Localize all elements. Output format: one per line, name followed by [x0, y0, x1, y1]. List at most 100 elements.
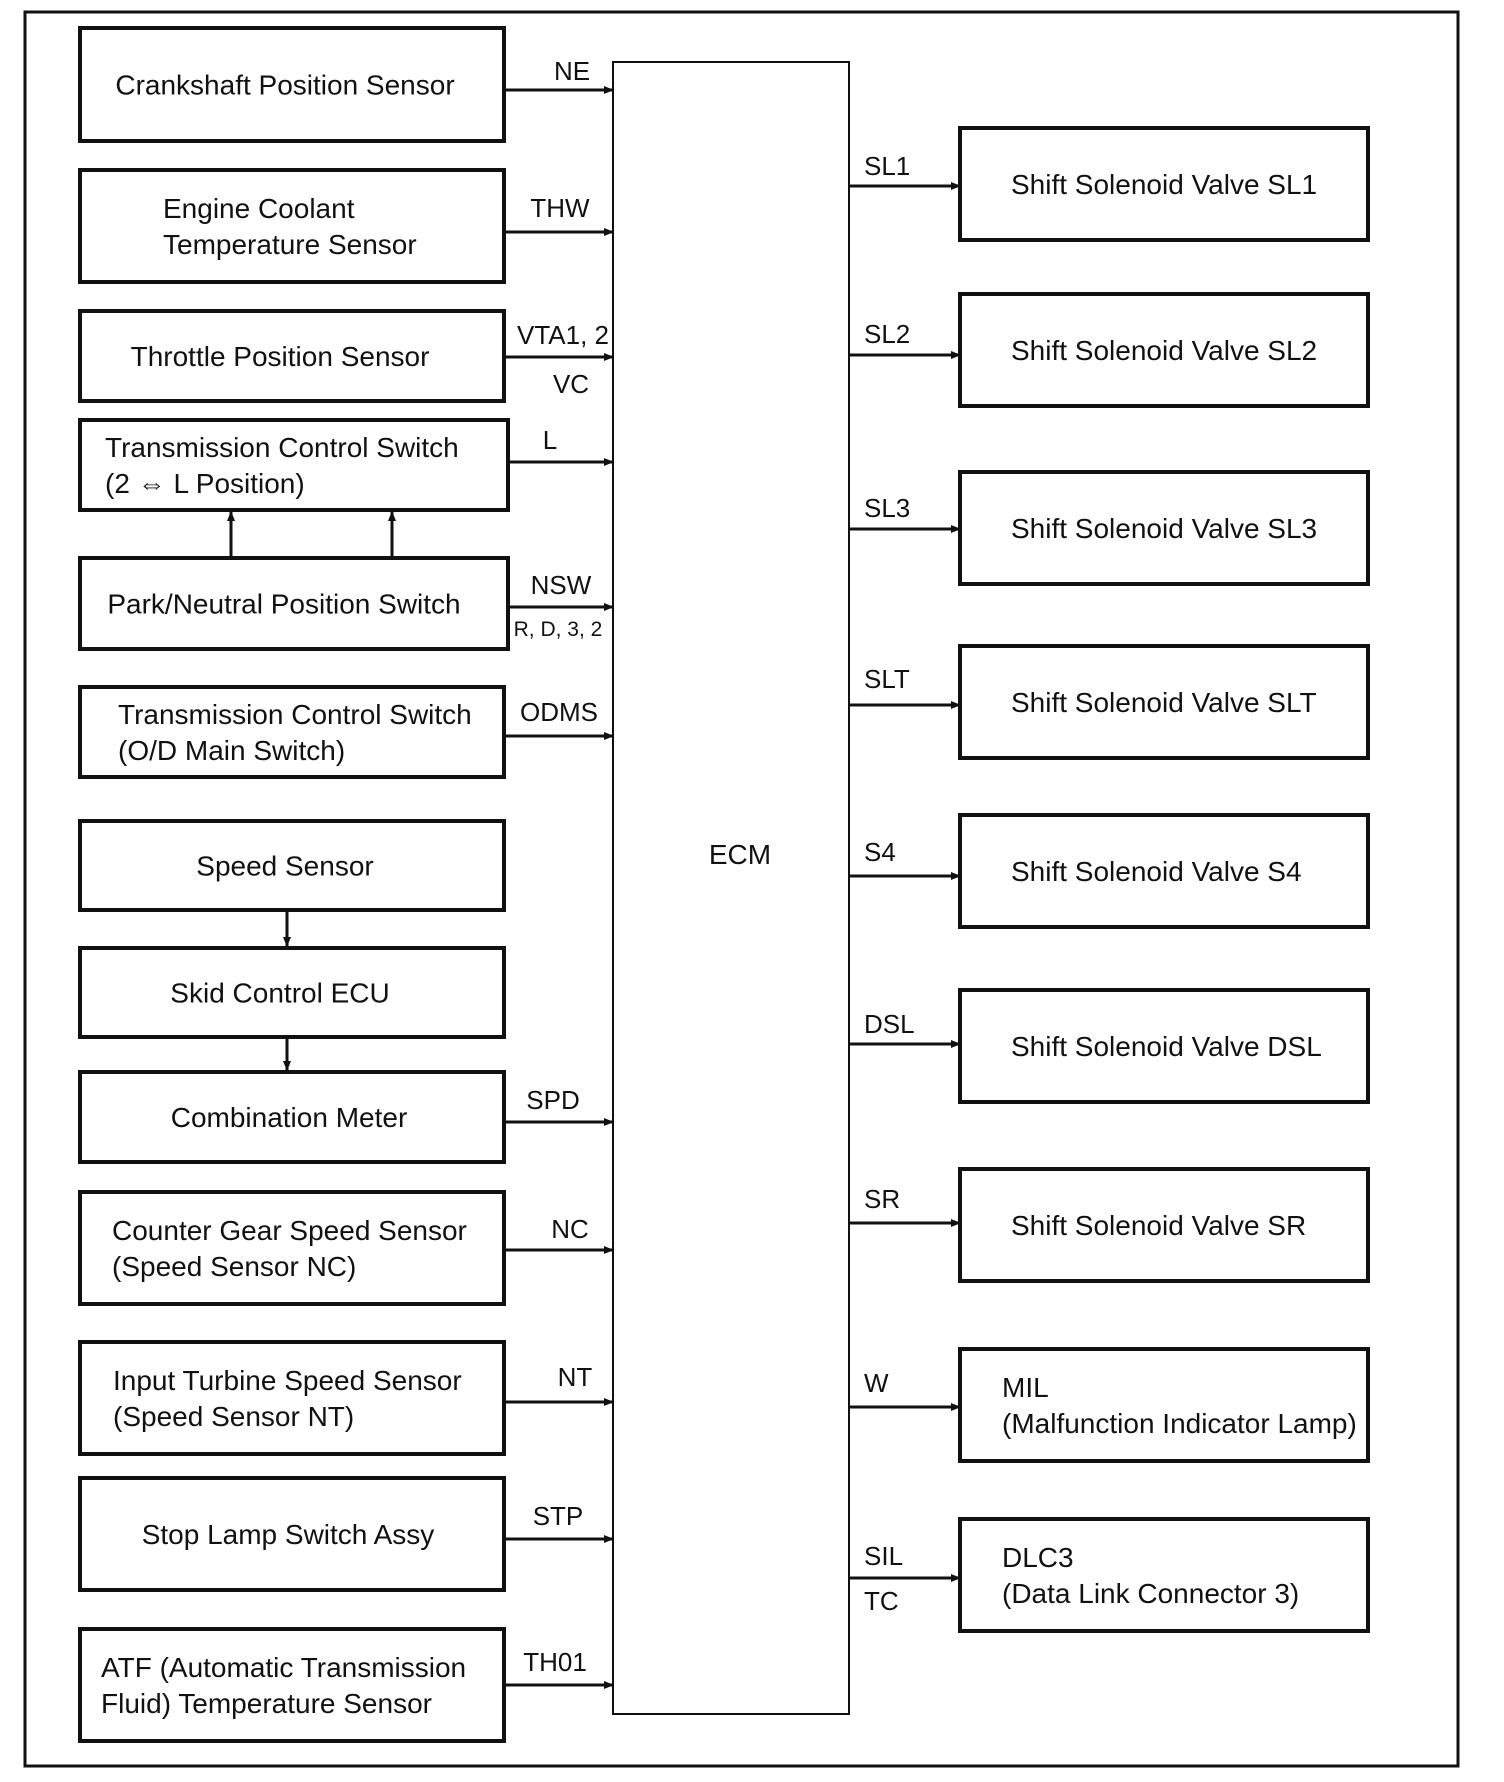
- output-sl1-box-frame: [958, 126, 1370, 242]
- input-speed-box-frame: [78, 819, 506, 912]
- input-tcs-od-box-frame: [78, 685, 506, 779]
- input-nc-label-line-1: Counter Gear Speed Sensor: [112, 1215, 467, 1246]
- input-stp-box: Stop Lamp Switch Assy: [78, 1476, 506, 1592]
- input-tcs-od-label-line-2: (O/D Main Switch): [118, 735, 345, 766]
- input-crank-box-frame: [78, 26, 506, 143]
- input-meter-label-line-1: Combination Meter: [171, 1102, 408, 1133]
- input-nt-signal-label: NT: [558, 1362, 593, 1392]
- output-slt-label-line-1: Shift Solenoid Valve SLT: [1011, 687, 1317, 718]
- input-nc-box-frame: [78, 1190, 506, 1306]
- input-atf-box-frame: [78, 1627, 506, 1743]
- input-tps-signal-label: VTA1, 2: [517, 320, 609, 350]
- output-mil-label-line-2: (Malfunction Indicator Lamp): [1002, 1408, 1357, 1439]
- output-dlc3-signal-label: SIL: [864, 1541, 903, 1571]
- input-tcs-l-box: Transmission Control Switch (2 ⇔ L Positi…: [78, 418, 510, 512]
- input-nt-label-line-2: (Speed Sensor NT): [113, 1401, 354, 1432]
- input-atf-signal-label: TH01: [523, 1647, 587, 1677]
- input-crank-box: Crankshaft Position Sensor: [78, 26, 506, 143]
- input-tcs-l-label-line-2: (2 ⇔ L Position): [105, 468, 305, 499]
- input-speed-box: Speed Sensor: [78, 819, 506, 912]
- output-sl2-box: Shift Solenoid Valve SL2: [958, 292, 1370, 408]
- input-stp-label-line-1: Stop Lamp Switch Assy: [142, 1519, 435, 1550]
- input-speed-label-line-1: Speed Sensor: [196, 851, 373, 882]
- input-meter-box: Combination Meter: [78, 1070, 506, 1164]
- output-sr-label-line-1: Shift Solenoid Valve SR: [1011, 1210, 1306, 1241]
- output-sl1-label-line-1: Shift Solenoid Valve SL1: [1011, 169, 1317, 200]
- output-sl3-label-line-1: Shift Solenoid Valve SL3: [1011, 513, 1317, 544]
- input-stp-signal-label: STP: [533, 1501, 584, 1531]
- input-nc-signal-label: NC: [551, 1214, 589, 1244]
- output-s4-signal-label: S4: [864, 837, 896, 867]
- ecm-block: [612, 61, 850, 1715]
- input-tcs-od-box: Transmission Control Switch (O/D Main Swi…: [78, 685, 506, 779]
- input-meter-box-frame: [78, 1070, 506, 1164]
- input-nt-box: Input Turbine Speed Sensor (Speed Sensor …: [78, 1340, 506, 1456]
- input-crank-label-line-1: Crankshaft Position Sensor: [115, 70, 454, 101]
- output-s4-box-frame: [958, 813, 1370, 929]
- input-ect-signal-label: THW: [530, 193, 590, 223]
- input-tcs-l-signal-label: L: [543, 425, 557, 455]
- output-slt-signal-label: SLT: [864, 664, 910, 694]
- output-mil-signal-label: W: [864, 1368, 889, 1398]
- input-pnp-signal-extra: R, D, 3, 2: [514, 618, 603, 641]
- input-skid-box-frame: [78, 946, 506, 1039]
- output-dlc3-box: DLC3 (Data Link Connector 3): [958, 1517, 1370, 1633]
- input-tcs-od-signal-label: ODMS: [520, 697, 598, 727]
- input-meter-signal-label: SPD: [526, 1085, 579, 1115]
- output-dlc3-label-line-2: (Data Link Connector 3): [1002, 1578, 1299, 1609]
- output-mil-box: MIL (Malfunction Indicator Lamp): [958, 1347, 1370, 1463]
- input-pnp-signal-label: NSW: [531, 570, 592, 600]
- output-sl3-box: Shift Solenoid Valve SL3: [958, 470, 1370, 586]
- outer-frame: [23, 10, 1460, 1768]
- input-tps-box: Throttle Position Sensor: [78, 309, 506, 403]
- output-sr-signal-label: SR: [864, 1184, 900, 1214]
- input-nc-label-line-2: (Speed Sensor NC): [112, 1251, 356, 1282]
- input-ect-label-line-1: Engine Coolant: [163, 193, 355, 224]
- output-dsl-label-line-1: Shift Solenoid Valve DSL: [1011, 1031, 1322, 1062]
- output-sl2-box-frame: [958, 292, 1370, 408]
- input-atf-label-line-2: Fluid) Temperature Sensor: [101, 1688, 432, 1719]
- input-crank-signal-label: NE: [554, 56, 590, 86]
- output-s4-box: Shift Solenoid Valve S4: [958, 813, 1370, 929]
- output-s4-label-line-1: Shift Solenoid Valve S4: [1011, 856, 1302, 887]
- input-tps-label-line-1: Throttle Position Sensor: [131, 341, 430, 372]
- input-ect-box-frame: [78, 168, 506, 284]
- input-pnp-box: Park/Neutral Position Switch: [78, 556, 510, 651]
- input-atf-label-line-1: ATF (Automatic Transmission: [101, 1652, 466, 1683]
- output-dsl-signal-label: DSL: [864, 1009, 915, 1039]
- input-tcs-od-label-line-1: Transmission Control Switch: [118, 699, 472, 730]
- output-slt-box-frame: [958, 644, 1370, 760]
- output-sl1-box: Shift Solenoid Valve SL1: [958, 126, 1370, 242]
- output-sl2-label-line-1: Shift Solenoid Valve SL2: [1011, 335, 1317, 366]
- output-dsl-box: Shift Solenoid Valve DSL: [958, 988, 1370, 1104]
- output-sl2-signal-label: SL2: [864, 319, 910, 349]
- input-nt-box-frame: [78, 1340, 506, 1456]
- input-nt-label-line-1: Input Turbine Speed Sensor: [113, 1365, 462, 1396]
- output-sr-box-frame: [958, 1167, 1370, 1283]
- output-mil-label-line-1: MIL: [1002, 1372, 1049, 1403]
- input-ect-label-line-2: Temperature Sensor: [163, 229, 417, 260]
- input-tcs-l-label-line-1: Transmission Control Switch: [105, 432, 459, 463]
- output-sl3-box-frame: [958, 470, 1370, 586]
- input-skid-label-line-1: Skid Control ECU: [170, 978, 389, 1009]
- input-pnp-box-frame: [78, 556, 510, 651]
- input-tcs-l-box-frame: [78, 418, 510, 512]
- input-skid-box: Skid Control ECU: [78, 946, 506, 1039]
- input-stp-box-frame: [78, 1476, 506, 1592]
- output-sl1-signal-label: SL1: [864, 151, 910, 181]
- output-sl3-signal-label: SL3: [864, 493, 910, 523]
- output-dsl-box-frame: [958, 988, 1370, 1104]
- output-dlc3-label-line-1: DLC3: [1002, 1542, 1074, 1573]
- ecm-label: ECM: [709, 839, 771, 870]
- output-dlc3-box-frame: [958, 1517, 1370, 1633]
- output-sr-box: Shift Solenoid Valve SR: [958, 1167, 1370, 1283]
- input-tps-signal-extra: VC: [553, 369, 589, 399]
- output-slt-box: Shift Solenoid Valve SLT: [958, 644, 1370, 760]
- output-mil-box-frame: [958, 1347, 1370, 1463]
- input-nc-box: Counter Gear Speed Sensor (Speed Sensor N…: [78, 1190, 506, 1306]
- output-dlc3-signal-extra: TC: [864, 1586, 899, 1616]
- input-pnp-label-line-1: Park/Neutral Position Switch: [107, 589, 460, 620]
